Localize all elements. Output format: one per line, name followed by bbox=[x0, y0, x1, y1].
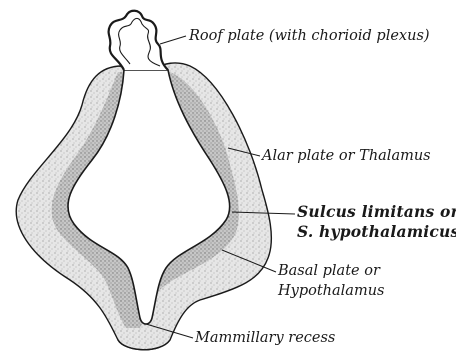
label-roof-plate: Roof plate (with chorioid plexus) bbox=[189, 29, 430, 44]
label-alar-plate: Alar plate or Thalamus bbox=[262, 149, 431, 164]
roof-plate-plexus bbox=[109, 11, 168, 70]
label-sulcus-limitans-line2: S. hypothalamicus bbox=[297, 224, 456, 240]
label-basal-plate-line1: Basal plate or bbox=[278, 264, 380, 279]
leader-roof-plate bbox=[160, 36, 186, 44]
label-sulcus-limitans-line1: Sulcus limitans or bbox=[297, 204, 456, 220]
label-basal-plate-line2: Hypothalamus bbox=[278, 284, 384, 299]
label-mammillary-recess: Mammillary recess bbox=[195, 331, 335, 346]
